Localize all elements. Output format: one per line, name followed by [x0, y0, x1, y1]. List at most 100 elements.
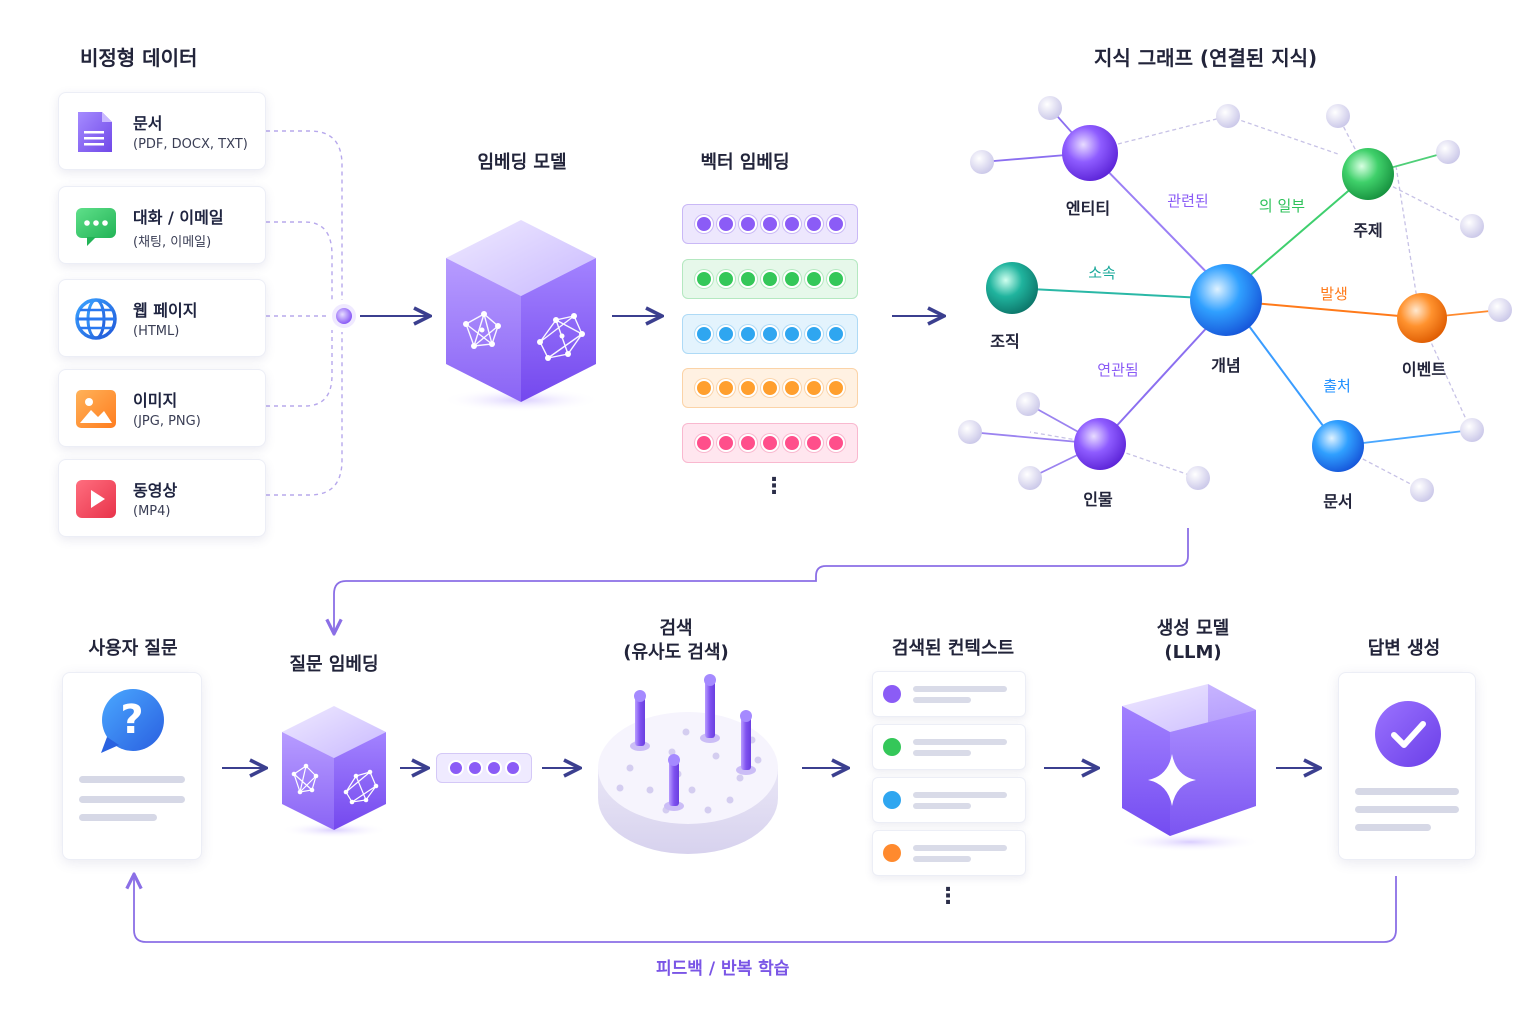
text-line — [913, 739, 1007, 745]
feedback-loop — [134, 876, 1397, 943]
edge-label-part-of: 의 일부 — [1258, 197, 1306, 215]
text-line — [1355, 806, 1459, 813]
vector-row — [682, 314, 858, 354]
graph-to-question-connector — [334, 528, 1189, 632]
text-line — [913, 697, 971, 703]
search-title: 검색 — [659, 618, 693, 639]
vector-row — [682, 204, 858, 244]
vector-dot — [739, 270, 757, 288]
node-label-person: 인물 — [1083, 490, 1113, 509]
question-embedding-title: 질문 임베딩 — [289, 654, 379, 675]
context-dot — [883, 791, 901, 809]
vector-row — [682, 423, 858, 463]
context-ellipsis: ⋮ — [937, 884, 959, 909]
vector-row — [682, 368, 858, 408]
vector-dot — [783, 215, 801, 233]
node-label-entity: 엔티티 — [1065, 199, 1111, 218]
user-question-card[interactable]: ? — [62, 672, 202, 860]
text-line — [79, 814, 157, 821]
source-connectors — [266, 130, 343, 496]
vector-dot — [827, 379, 845, 397]
answer-card[interactable] — [1338, 672, 1476, 860]
node-doc — [1312, 420, 1364, 472]
satellite-nodes — [958, 96, 1512, 502]
source-card-image[interactable]: 이미지 (JPG, PNG) — [58, 369, 266, 447]
vector-dot — [695, 434, 713, 452]
source-card-document[interactable]: 문서 (PDF, DOCX, TXT) — [58, 92, 266, 170]
vector-dot — [695, 379, 713, 397]
source-card-chat[interactable]: 대화 / 이메일 (채팅, 이메일) — [58, 186, 266, 264]
sources-title: 비정형 데이터 — [80, 46, 198, 70]
vector-dot — [827, 215, 845, 233]
vector-dot — [827, 434, 845, 452]
vector-dot — [695, 270, 713, 288]
source-sub: (채팅, 이메일) — [133, 235, 212, 250]
llm-cube — [1118, 684, 1262, 852]
text-line — [913, 686, 1007, 692]
vector-dot — [717, 379, 735, 397]
vector-dot — [783, 434, 801, 452]
vector-dot — [739, 379, 757, 397]
vector-dot — [783, 270, 801, 288]
check-circle-icon — [1375, 701, 1441, 767]
node-concept — [1190, 264, 1262, 336]
source-sub: (MP4) — [133, 504, 171, 519]
source-label: 동영상 — [133, 481, 178, 500]
vector-dot — [761, 325, 779, 343]
vector-dot — [695, 325, 713, 343]
vector-dot — [827, 325, 845, 343]
edge-label-related: 관련된 — [1167, 192, 1209, 210]
feedback-label: 피드백 / 반복 학습 — [656, 959, 790, 979]
node-label-concept: 개념 — [1211, 356, 1241, 375]
question-mark: ? — [120, 697, 144, 743]
generation-model-subtitle: (LLM) — [1164, 642, 1222, 663]
source-card-web[interactable]: 웹 페이지 (HTML) — [58, 279, 266, 357]
retrieved-context-title: 검색된 컨텍스트 — [891, 638, 1015, 659]
context-item[interactable] — [872, 830, 1026, 876]
vector-dot — [717, 270, 735, 288]
edge-label-occurs: 발생 — [1320, 285, 1348, 303]
vector-embedding-title: 벡터 임베딩 — [700, 152, 790, 173]
source-sub: (JPG, PNG) — [133, 414, 201, 429]
source-label: 대화 / 이메일 — [133, 208, 224, 227]
vector-dot — [761, 379, 779, 397]
vector-ellipsis: ⋮ — [763, 474, 785, 499]
text-line — [913, 750, 971, 756]
context-item[interactable] — [872, 671, 1026, 717]
merge-hub — [336, 308, 352, 324]
vector-dot — [783, 325, 801, 343]
node-label-doc: 문서 — [1323, 492, 1353, 511]
image-icon — [75, 387, 116, 429]
vector-dot — [827, 270, 845, 288]
node-topic — [1342, 148, 1394, 200]
question-icon — [101, 689, 164, 753]
vector-dot — [717, 434, 735, 452]
source-label: 웹 페이지 — [133, 301, 198, 320]
vector-dot — [805, 270, 823, 288]
vector-dot — [717, 325, 735, 343]
text-line — [79, 796, 185, 803]
vector-dot — [805, 215, 823, 233]
context-item[interactable] — [872, 724, 1026, 770]
generation-model-title: 생성 모델 — [1156, 618, 1230, 639]
context-dot — [883, 844, 901, 862]
vector-dot — [739, 215, 757, 233]
text-line — [1355, 824, 1431, 831]
text-line — [79, 776, 185, 783]
source-label: 문서 — [133, 114, 163, 133]
vector-dot — [783, 379, 801, 397]
vector-dot — [761, 434, 779, 452]
source-card-video[interactable]: 동영상 (MP4) — [58, 459, 266, 537]
vector-dot — [805, 379, 823, 397]
vector-dot — [739, 434, 757, 452]
globe-icon — [75, 297, 117, 340]
text-line — [913, 792, 1007, 798]
answer-title: 답변 생성 — [1367, 638, 1441, 659]
search-subtitle: (유사도 검색) — [623, 642, 729, 663]
node-label-topic: 주제 — [1353, 221, 1383, 240]
context-item[interactable] — [872, 777, 1026, 823]
embedding-model-cube — [441, 220, 601, 412]
user-question-title: 사용자 질문 — [88, 638, 178, 659]
source-sub: (PDF, DOCX, TXT) — [133, 137, 248, 152]
document-icon — [75, 110, 115, 152]
